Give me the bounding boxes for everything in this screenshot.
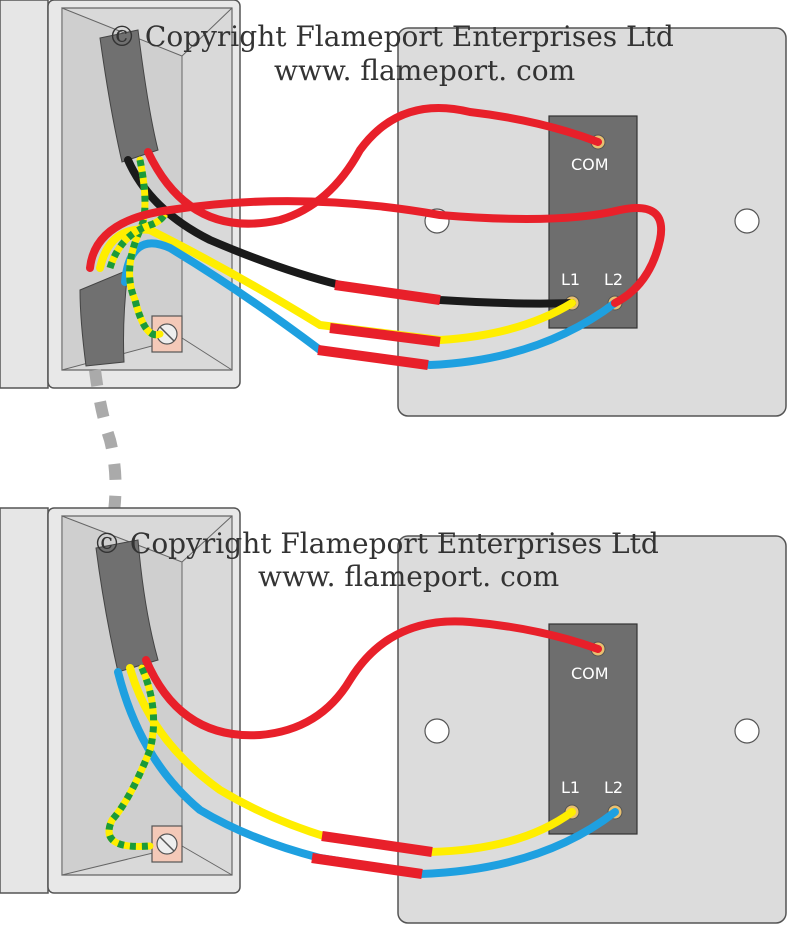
top-wire-red-com (144, 104, 602, 228)
top-wire-red-loop (86, 197, 666, 307)
bottom-wire-yellow (126, 664, 576, 857)
bottom-com-label: COM (571, 664, 609, 683)
bottom-switch-body (548, 623, 638, 835)
bottom-l1-label: L1 (561, 778, 580, 797)
bottom-cable-sheath (95, 539, 159, 673)
top-com-label: COM (571, 155, 609, 174)
top-screw-hole-right (734, 208, 760, 234)
bottom-wire-red-com (142, 617, 602, 740)
bottom-screw-hole-left (424, 718, 450, 744)
bottom-red-sleeve-blue (311, 853, 423, 879)
bottom-red-sleeve-yellow (321, 831, 433, 857)
top-wire-yellow (96, 225, 576, 345)
connecting-cable-dashed (89, 369, 122, 527)
top-copyright-text: © Copyright Flameport Enterprises Ltd (108, 20, 674, 53)
top-switch-body (548, 115, 638, 329)
top-wire-blue (121, 239, 619, 370)
top-switch-assembly: COM L1 L2 (0, 0, 787, 417)
top-red-sleeve-yellow (329, 323, 441, 347)
bottom-screw-hole-right (734, 718, 760, 744)
bottom-url-text: www. flameport. com (258, 560, 559, 593)
bottom-l2-label: L2 (604, 778, 623, 797)
top-watermark: © Copyright Flameport Enterprises Ltd ww… (108, 20, 674, 87)
bottom-wall-box-outer (0, 507, 49, 894)
top-cable-sheath-upper (99, 29, 159, 163)
top-url-text: www. flameport. com (274, 54, 575, 87)
top-l2-label: L2 (604, 270, 623, 289)
bottom-copyright-text: © Copyright Flameport Enterprises Ltd (93, 527, 659, 560)
top-wall-box-outer (0, 0, 49, 389)
top-red-sleeve-blue (317, 345, 429, 370)
bottom-earth-terminal (151, 825, 183, 863)
top-red-sleeve-black (334, 280, 441, 305)
bottom-switch-assembly: COM L1 L2 (0, 507, 787, 924)
bottom-watermark: © Copyright Flameport Enterprises Ltd ww… (93, 527, 659, 593)
top-l1-label: L1 (561, 270, 580, 289)
top-cable-sheath-lower (79, 269, 129, 367)
